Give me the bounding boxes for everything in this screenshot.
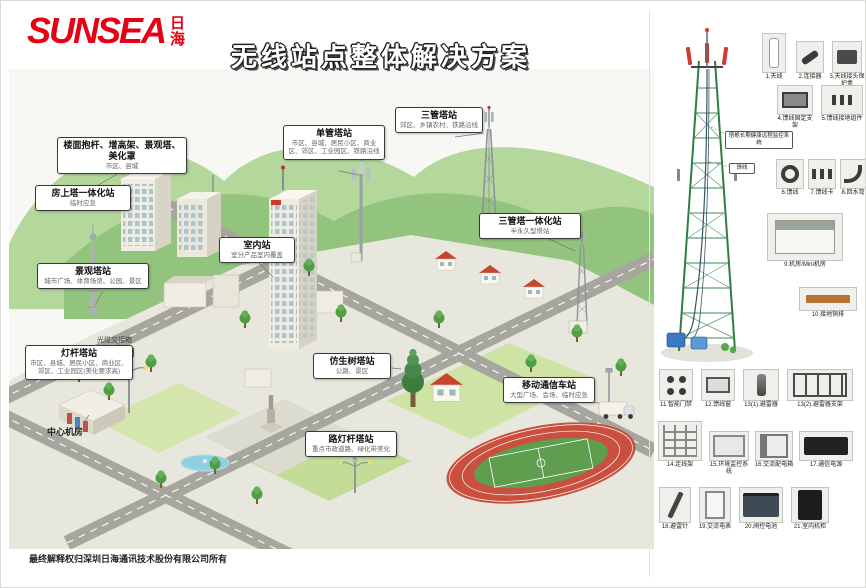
callout-sub: 临时应急 (70, 199, 96, 207)
meter-icon (705, 491, 725, 519)
catalog-item: 20.阀控电池 (737, 487, 785, 531)
callout-title: 三管塔一体化站 (498, 216, 562, 226)
label-central-room: 中心机房 (47, 427, 84, 437)
catalog-item: 14.走线架 (657, 421, 703, 469)
midrise-buildings (121, 149, 221, 257)
power-distribution-icon (760, 434, 788, 458)
busbar-icon (806, 295, 850, 303)
callout-title: 室内站 (243, 240, 271, 250)
callout-title: 房上塔一体化站 (51, 188, 115, 198)
cable-ladder-icon (663, 425, 697, 457)
feeder-clip-icon (812, 169, 832, 179)
callout-sub: 城市广场、体育场馆、公园、景区 (44, 277, 142, 285)
callout-rooftop-integrated: 房上塔一体化站 临时应急 (35, 185, 131, 212)
copyright-text: 最终解释权归深圳日海通讯技术股份有限公司所有 (29, 554, 228, 564)
tower-monitor-label: 塔桅长期健康远程监控系统 (725, 131, 793, 149)
callout-comm-vehicle: 移动通信车站 大型广场、会场、临时应急 (503, 377, 595, 404)
logo-chinese: 日 海 (170, 16, 185, 48)
catalog-item: 13(2).避雷器支架 (785, 369, 855, 409)
callout-title: 景观塔站 (74, 266, 111, 276)
catalog-item: 8.回水弯 (839, 159, 865, 197)
tower-feeder-label: 馈线 (729, 163, 755, 174)
catalog-item: 16.交流配电箱 (753, 431, 795, 469)
comm-vehicle (598, 368, 635, 419)
catalog-item: 17.通信电源 (797, 431, 855, 469)
feeder-window-icon (706, 377, 730, 393)
logo-cn-bottom: 海 (170, 30, 186, 48)
panel-divider (649, 11, 650, 577)
callout-light-pole: 灯杆塔站 市区、县城、居民小区、商业区、郊区、工业园区(美化要求高) (25, 345, 133, 380)
catalog-item: 4.馈线固定支架 (775, 85, 815, 130)
page-title: 无线站点整体解决方案 (231, 42, 532, 72)
lightning-rod-icon (666, 491, 684, 519)
callout-bionic-tree: 仿生树塔站 公路、景区 (313, 353, 391, 380)
callout-indoor-site: 室内站 室分产品室内覆盖 (219, 237, 295, 264)
catalog-item: 10.接地铜排 (797, 287, 859, 319)
catalog-item: 21.室内机柜 (789, 487, 831, 531)
catalog-item: 11.智能门禁 (657, 369, 695, 409)
callout-sub: 公路、景区 (335, 367, 369, 375)
catalog-item: 9.机房/Mini机房 (765, 213, 845, 269)
callout-sub: 室分产品室内覆盖 (231, 251, 283, 259)
callout-landscape-tower: 景观塔站 城市广场、体育场馆、公园、景区 (37, 263, 149, 290)
monument (259, 395, 283, 433)
catalog-item: 18.避雷针 (657, 487, 693, 531)
pond (180, 454, 230, 472)
catalog-item: 3.天线接头保护盒 (829, 41, 865, 88)
warehouses (163, 274, 344, 388)
tower-leader-lines (704, 126, 732, 168)
catalog-item: 6.馈线 (775, 159, 805, 197)
callout-sub: 市区、县城 (105, 162, 139, 170)
protection-box-icon (837, 50, 857, 64)
jumper-bend-icon (844, 165, 862, 183)
callout-title: 仿生树塔站 (329, 356, 375, 366)
callout-title: 单管塔站 (315, 128, 352, 138)
catalog-item: 1.天线 (757, 33, 791, 81)
callout-street-light: 路灯杆塔站 重点市政道路、绿化带美化 (305, 431, 397, 458)
callout-title: 路灯杆塔站 (328, 434, 374, 444)
logo-wordmark: SUNSEA (27, 10, 167, 51)
callout-sub: 大型广场、会场、临时应急 (510, 391, 588, 399)
lattice-tower-illustration (661, 28, 753, 362)
callout-title: 移动通信车站 (521, 380, 576, 390)
catalog-item: 15.环境监控系统 (707, 431, 751, 476)
catalog-item: 5.馈线接地组件 (819, 85, 865, 123)
shelter-icon (775, 220, 835, 254)
access-control-icon (666, 375, 674, 383)
connector-icon (800, 48, 820, 66)
stadium (446, 422, 636, 504)
label-fiber-box: 光缆交接箱 (97, 337, 132, 344)
callout-sub: 市区、县城、居民小区、商业区、郊区、工业园区、铁路沿线 (288, 139, 380, 156)
feeder-clamp-icon (782, 92, 808, 108)
catalog-item: 2.连接器 (793, 41, 827, 81)
antenna-icon (769, 38, 779, 68)
callout-title: 灯杆塔站 (60, 348, 97, 358)
env-monitor-icon (713, 435, 745, 457)
arrester-icon (756, 374, 766, 396)
bionic-tree-tower (402, 348, 424, 407)
grounding-kit-icon (832, 95, 852, 105)
callout-sub: 市区、县城、居民小区、商业区、郊区、工业园区(美化要求高) (30, 359, 128, 376)
power-supply-icon (804, 437, 848, 455)
catalog-item: 19.交流电表 (697, 487, 733, 531)
sunsea-logo: SUNSEA 日 海 (27, 13, 185, 49)
catalog-item: 7.馈线卡 (807, 159, 837, 197)
arrester-bracket-icon (793, 373, 847, 397)
feeder-cable-icon (781, 165, 799, 183)
catalog-item: 13(1).避雷器 (741, 369, 781, 409)
callout-sub: 半永久型塔站 (510, 227, 550, 235)
callout-three-tube: 三管塔站 郊区、乡镇农村、铁路沿线 (395, 107, 483, 134)
callout-sub: 郊区、乡镇农村、铁路沿线 (400, 121, 478, 129)
callout-title: 三管塔站 (420, 110, 457, 120)
callout-title: 楼面抱杆、增高架、景观塔、美化罩 (63, 140, 181, 161)
callout-sub: 重点市政道路、绿化带美化 (312, 445, 390, 453)
catalog-item: 12.馈线窗 (699, 369, 737, 409)
callout-monopole: 单管塔站 市区、县城、居民小区、商业区、郊区、工业园区、铁路沿线 (283, 125, 385, 160)
callout-integrated-three-tube: 三管塔一体化站 半永久型塔站 (479, 213, 581, 240)
logo-cn-top: 日 (170, 15, 186, 32)
battery-icon (743, 493, 779, 517)
cabinet-icon (798, 490, 822, 520)
callout-roof-pole: 楼面抱杆、增高架、景观塔、美化罩 市区、县城 (57, 137, 187, 175)
